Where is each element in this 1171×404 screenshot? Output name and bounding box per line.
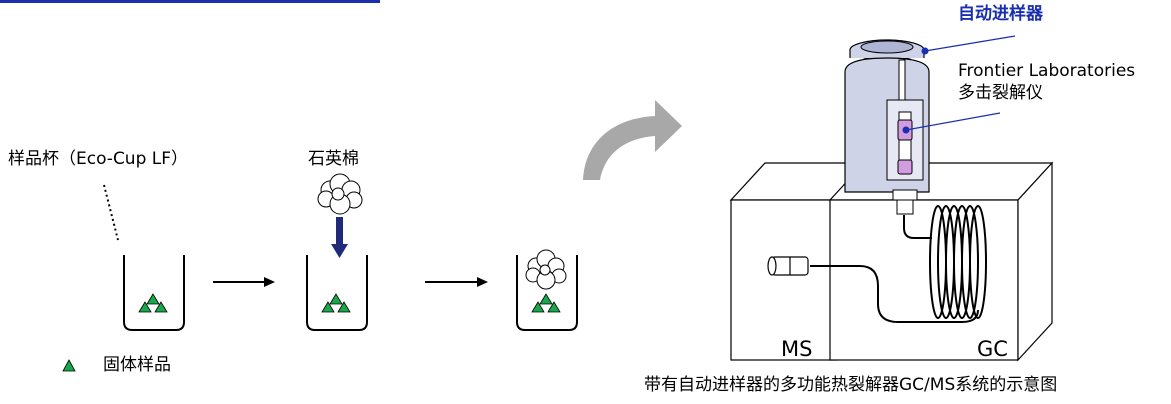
ms-box bbox=[729, 162, 872, 361]
quartz-wool-label: 石英棉 bbox=[308, 149, 359, 169]
sample-cup-1 bbox=[123, 255, 185, 331]
diagram-caption: 带有自动进样器的多功能热裂解器GC/MS系统的示意图 bbox=[644, 375, 1058, 395]
pyrolyzer bbox=[892, 119, 918, 215]
pyrolyzer-leader bbox=[905, 112, 1001, 131]
gc-column-coil bbox=[929, 205, 987, 319]
insert-arrow bbox=[331, 217, 348, 258]
process-arrow-1 bbox=[213, 277, 275, 287]
sample-cup-label: 样品杯（Eco-Cup LF） bbox=[8, 149, 189, 169]
sample-cup-3 bbox=[516, 249, 578, 331]
cropped-title-strip bbox=[0, 0, 380, 3]
legend-solid-sample-label: 固体样品 bbox=[103, 355, 171, 375]
legend-triangle-icon bbox=[62, 359, 76, 372]
process-arrow-2 bbox=[425, 277, 488, 287]
ms-label: MS bbox=[781, 337, 813, 361]
transfer-line bbox=[810, 265, 979, 323]
pyrolyzer-label-line2: 多击裂解仪 bbox=[958, 83, 1043, 103]
solid-sample-triangles bbox=[138, 293, 168, 313]
gc-label: GC bbox=[977, 337, 1008, 361]
sample-cup-leader bbox=[103, 184, 119, 241]
injector-tubing bbox=[903, 215, 932, 239]
sample-cup-2 bbox=[306, 255, 368, 331]
autosampler-label: 自动进样器 bbox=[958, 4, 1043, 24]
ms-ion-source bbox=[767, 256, 809, 276]
solid-sample-triangles bbox=[321, 293, 351, 313]
transition-curved-arrow bbox=[583, 100, 682, 180]
quartz-wool-in-cup bbox=[525, 249, 567, 290]
pyrolyzer-leader-dot bbox=[902, 126, 910, 134]
quartz-wool-cloud bbox=[317, 173, 363, 215]
autosampler-leader-dot bbox=[921, 47, 929, 55]
solid-sample-triangles bbox=[531, 293, 561, 313]
autosampler-leader bbox=[924, 35, 1016, 52]
autosampler bbox=[844, 39, 930, 193]
pyrolyzer-label-line1: Frontier Laboratories bbox=[958, 61, 1136, 81]
